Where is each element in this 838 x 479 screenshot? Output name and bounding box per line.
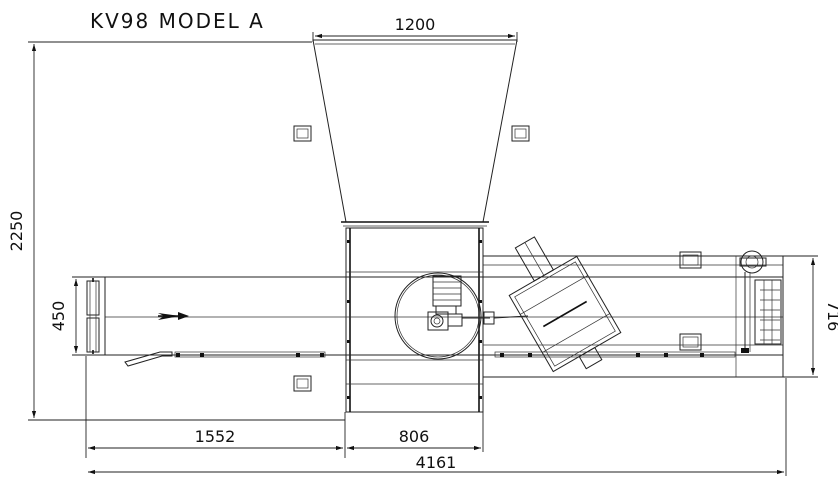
discharge-chute	[124, 351, 173, 367]
left-end-roller	[86, 278, 100, 354]
flow-direction-arrow-icon	[158, 312, 189, 320]
dimension-label-frame-width: 806	[399, 427, 430, 446]
dimension-right-width: 716	[783, 255, 838, 378]
dimension-frame-width: 806	[347, 412, 484, 452]
dimension-label-conveyor-width: 450	[49, 301, 68, 332]
angled-cutter-unit	[508, 236, 622, 373]
mounting-plate-top-left	[293, 125, 312, 142]
dimension-total-height: 2250	[7, 41, 345, 421]
dimension-total-length: 4161	[88, 378, 787, 476]
conveyor-side-rail	[174, 351, 736, 358]
dimension-conveyor-width: 450	[49, 279, 79, 353]
mounting-plate-right-lower	[679, 333, 702, 351]
motor	[427, 275, 463, 331]
dimension-label-left-length: 1552	[195, 427, 236, 446]
hopper	[312, 39, 518, 227]
dimension-label-right-width: 716	[824, 301, 838, 332]
dimension-label-hopper-width: 1200	[395, 15, 436, 34]
dimension-hopper-width: 1200	[312, 15, 518, 42]
dimension-label-total-height: 2250	[7, 211, 26, 252]
dimension-left-length: 1552	[85, 356, 346, 458]
drive-shaft	[462, 311, 529, 325]
mounting-plate-bottom-left	[293, 375, 312, 392]
drawing-title: KV98 MODEL A	[90, 9, 265, 33]
drive-drum	[394, 272, 482, 360]
right-end-mechanism	[739, 250, 782, 353]
mounting-plate-right-upper	[679, 251, 702, 269]
mounting-plate-top-right	[511, 125, 530, 142]
dimension-label-total-length: 4161	[416, 453, 457, 472]
